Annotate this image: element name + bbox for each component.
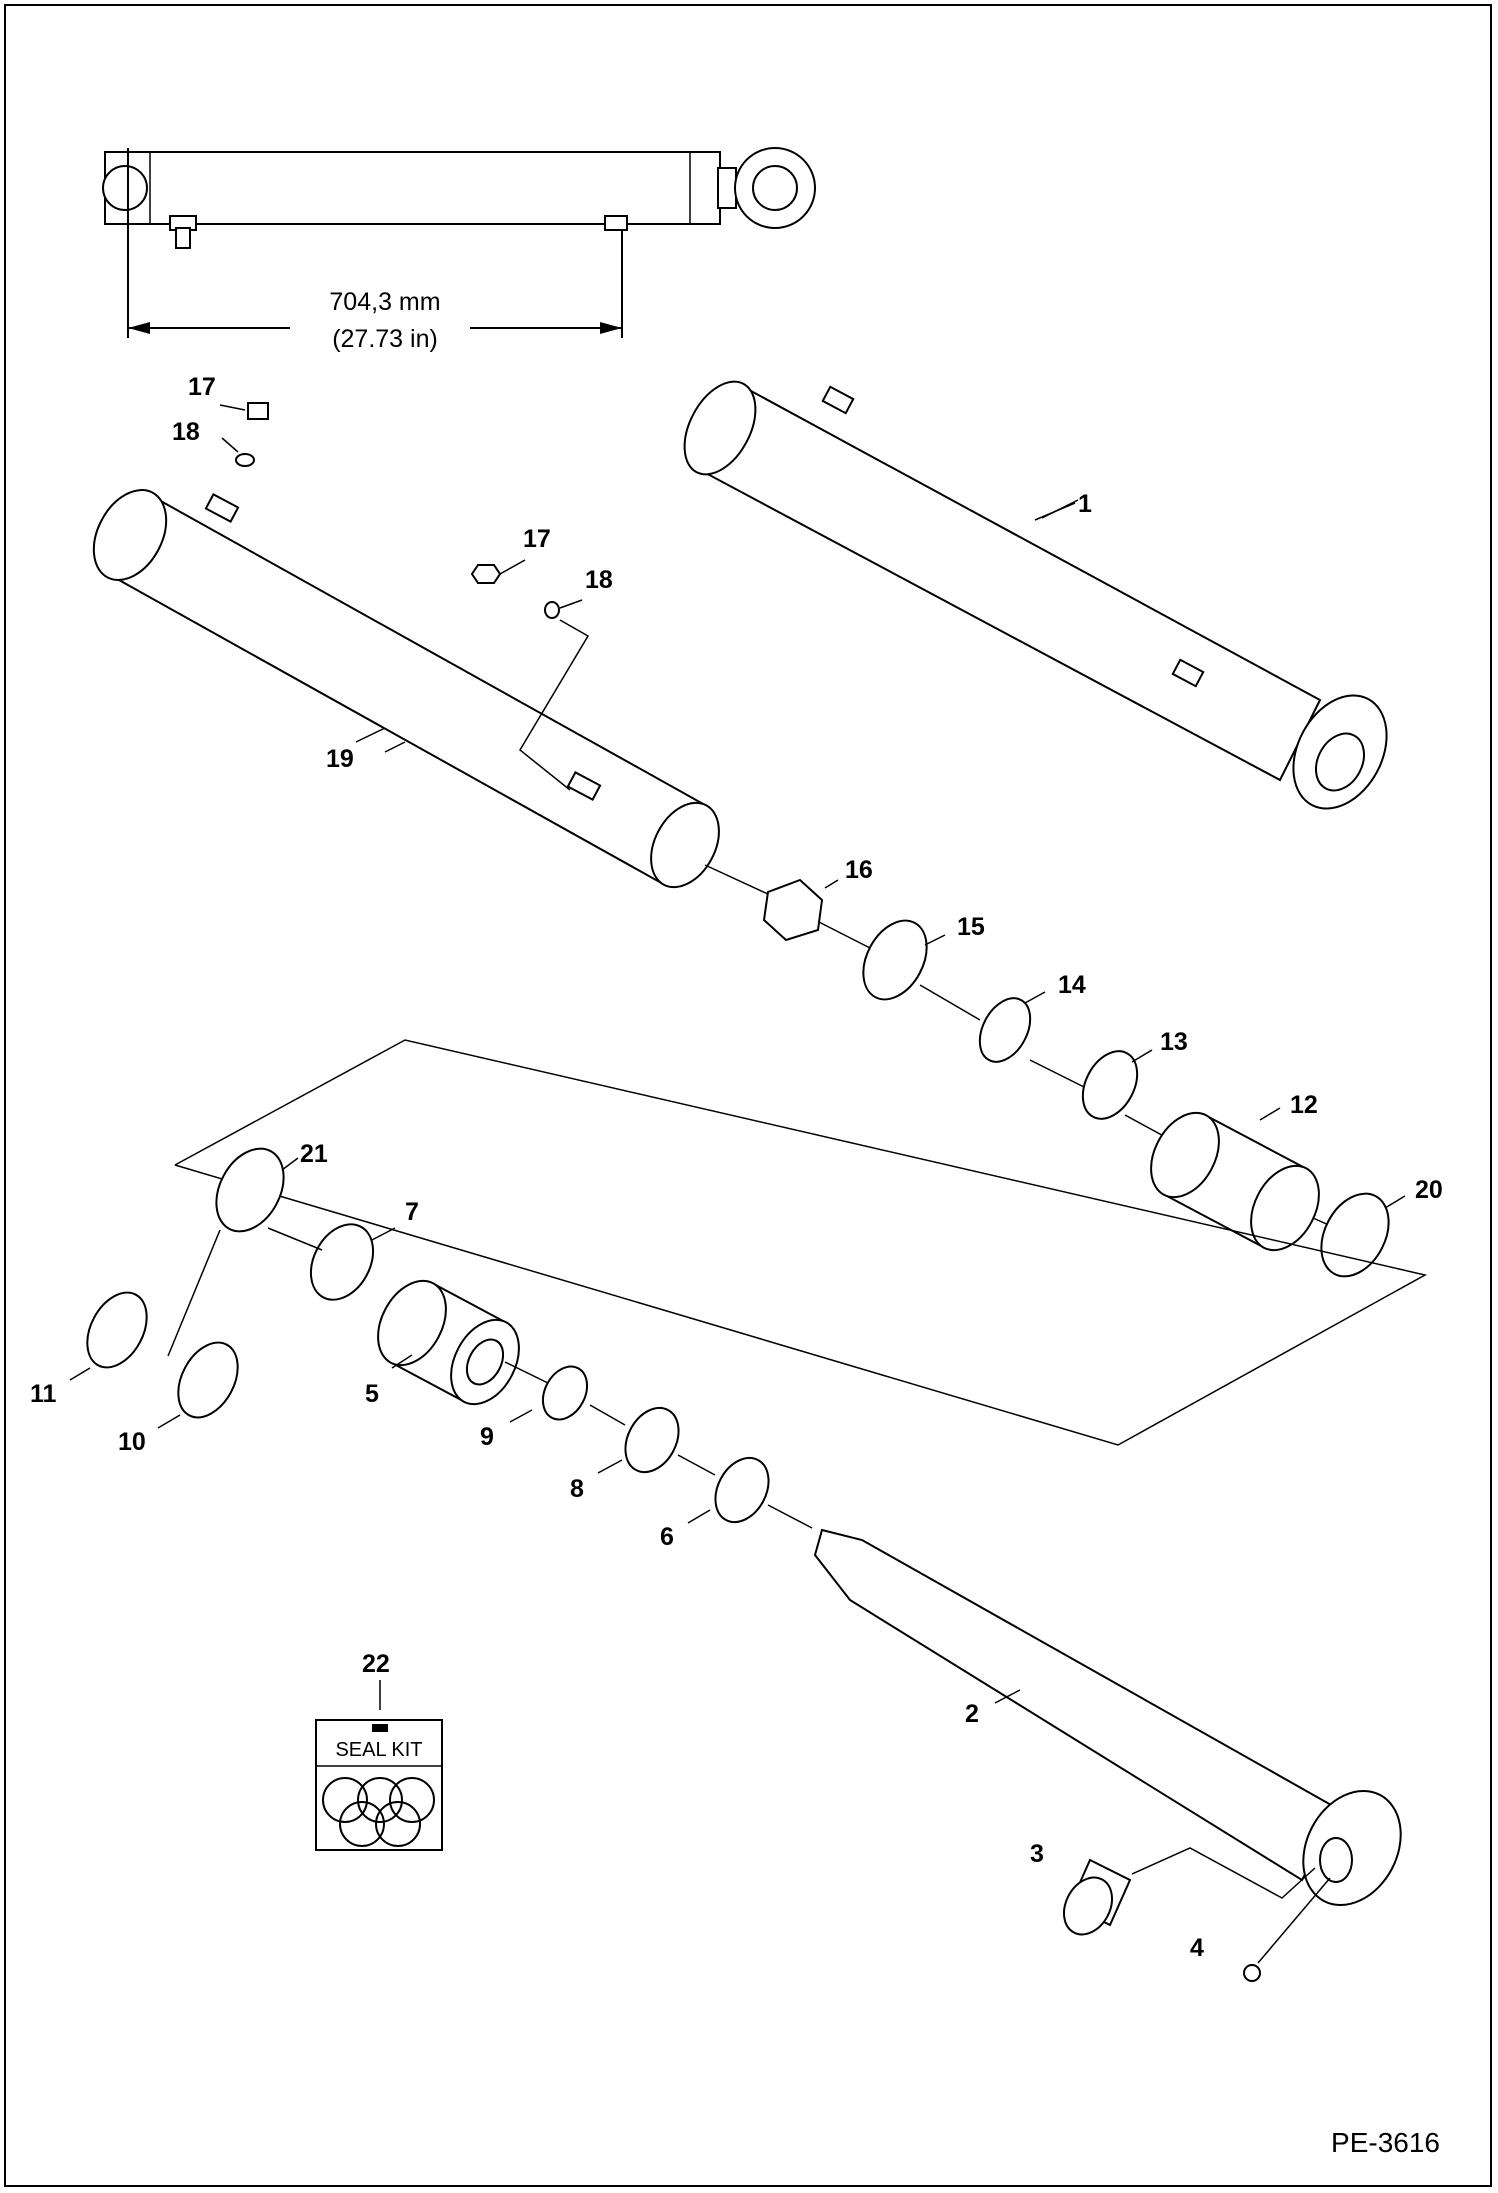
callout-16: 16: [845, 856, 873, 884]
seal-group-bracket: [174, 1039, 1428, 1446]
part-16-nut: [762, 878, 824, 942]
seal-kit-package: [315, 1719, 443, 1851]
part-1-cylinder-assembly: [683, 380, 1388, 810]
part-19-barrel: [92, 489, 720, 889]
part-20-wear-ring: [1320, 1192, 1390, 1278]
callout-5: 5: [365, 1380, 379, 1408]
part-14-o-ring: [978, 997, 1032, 1063]
part-17-plug-upper: [247, 402, 269, 420]
drawing-reference: PE-3616: [1331, 2127, 1440, 2158]
callout-12: 12: [1290, 1091, 1318, 1119]
part-13-o-ring: [1081, 1050, 1139, 1120]
part-15-wear-ring: [862, 919, 928, 1001]
part-6-wiper: [714, 1456, 770, 1524]
assembled-cylinder-side-view: [102, 147, 816, 338]
part-4-grease-fitting: [1243, 1964, 1261, 1982]
callout-18-upper: 18: [172, 418, 200, 446]
seal-kit-label: SEAL KIT: [335, 1739, 422, 1761]
callout-18-middle: 18: [585, 566, 613, 594]
callout-6: 6: [660, 1523, 674, 1551]
callout-9: 9: [480, 1423, 494, 1451]
part-12-piston: [1150, 1111, 1320, 1252]
callout-3: 3: [1030, 1840, 1044, 1868]
callout-14: 14: [1058, 971, 1086, 999]
dimension-imperial: (27.73 in): [332, 325, 438, 353]
drawing-frame: [4, 4, 1492, 2187]
part-2-rod: [813, 1528, 1402, 1907]
callout-19: 19: [326, 745, 354, 773]
callout-7: 7: [405, 1198, 419, 1226]
callout-15: 15: [957, 913, 985, 941]
part-21-backup-ring: [215, 1147, 285, 1233]
callout-21: 21: [300, 1140, 328, 1168]
part-10-backup-ring: [177, 1341, 239, 1419]
part-11-o-ring: [86, 1291, 148, 1369]
callout-8: 8: [570, 1475, 584, 1503]
callout-2: 2: [965, 1700, 979, 1728]
callout-17-upper: 17: [188, 373, 216, 401]
callout-13: 13: [1160, 1028, 1188, 1056]
callout-4: 4: [1190, 1934, 1204, 1962]
part-7-o-ring: [309, 1223, 375, 1301]
part-9-bushing: [541, 1365, 589, 1421]
dimension-metric: 704,3 mm: [329, 288, 440, 316]
part-5-head: [377, 1279, 520, 1406]
callout-1: 1: [1078, 490, 1092, 518]
callout-10: 10: [118, 1428, 146, 1456]
callout-22: 22: [362, 1650, 390, 1678]
callout-11: 11: [30, 1380, 57, 1408]
part-17-plug-middle: [470, 564, 502, 584]
part-8-rod-seal: [624, 1406, 680, 1474]
part-18-oring-middle: [544, 601, 560, 619]
part-3-bushing: [1063, 1858, 1132, 1936]
callout-17-middle: 17: [523, 525, 551, 553]
callout-20: 20: [1415, 1176, 1443, 1204]
part-18-oring-upper: [235, 453, 255, 467]
